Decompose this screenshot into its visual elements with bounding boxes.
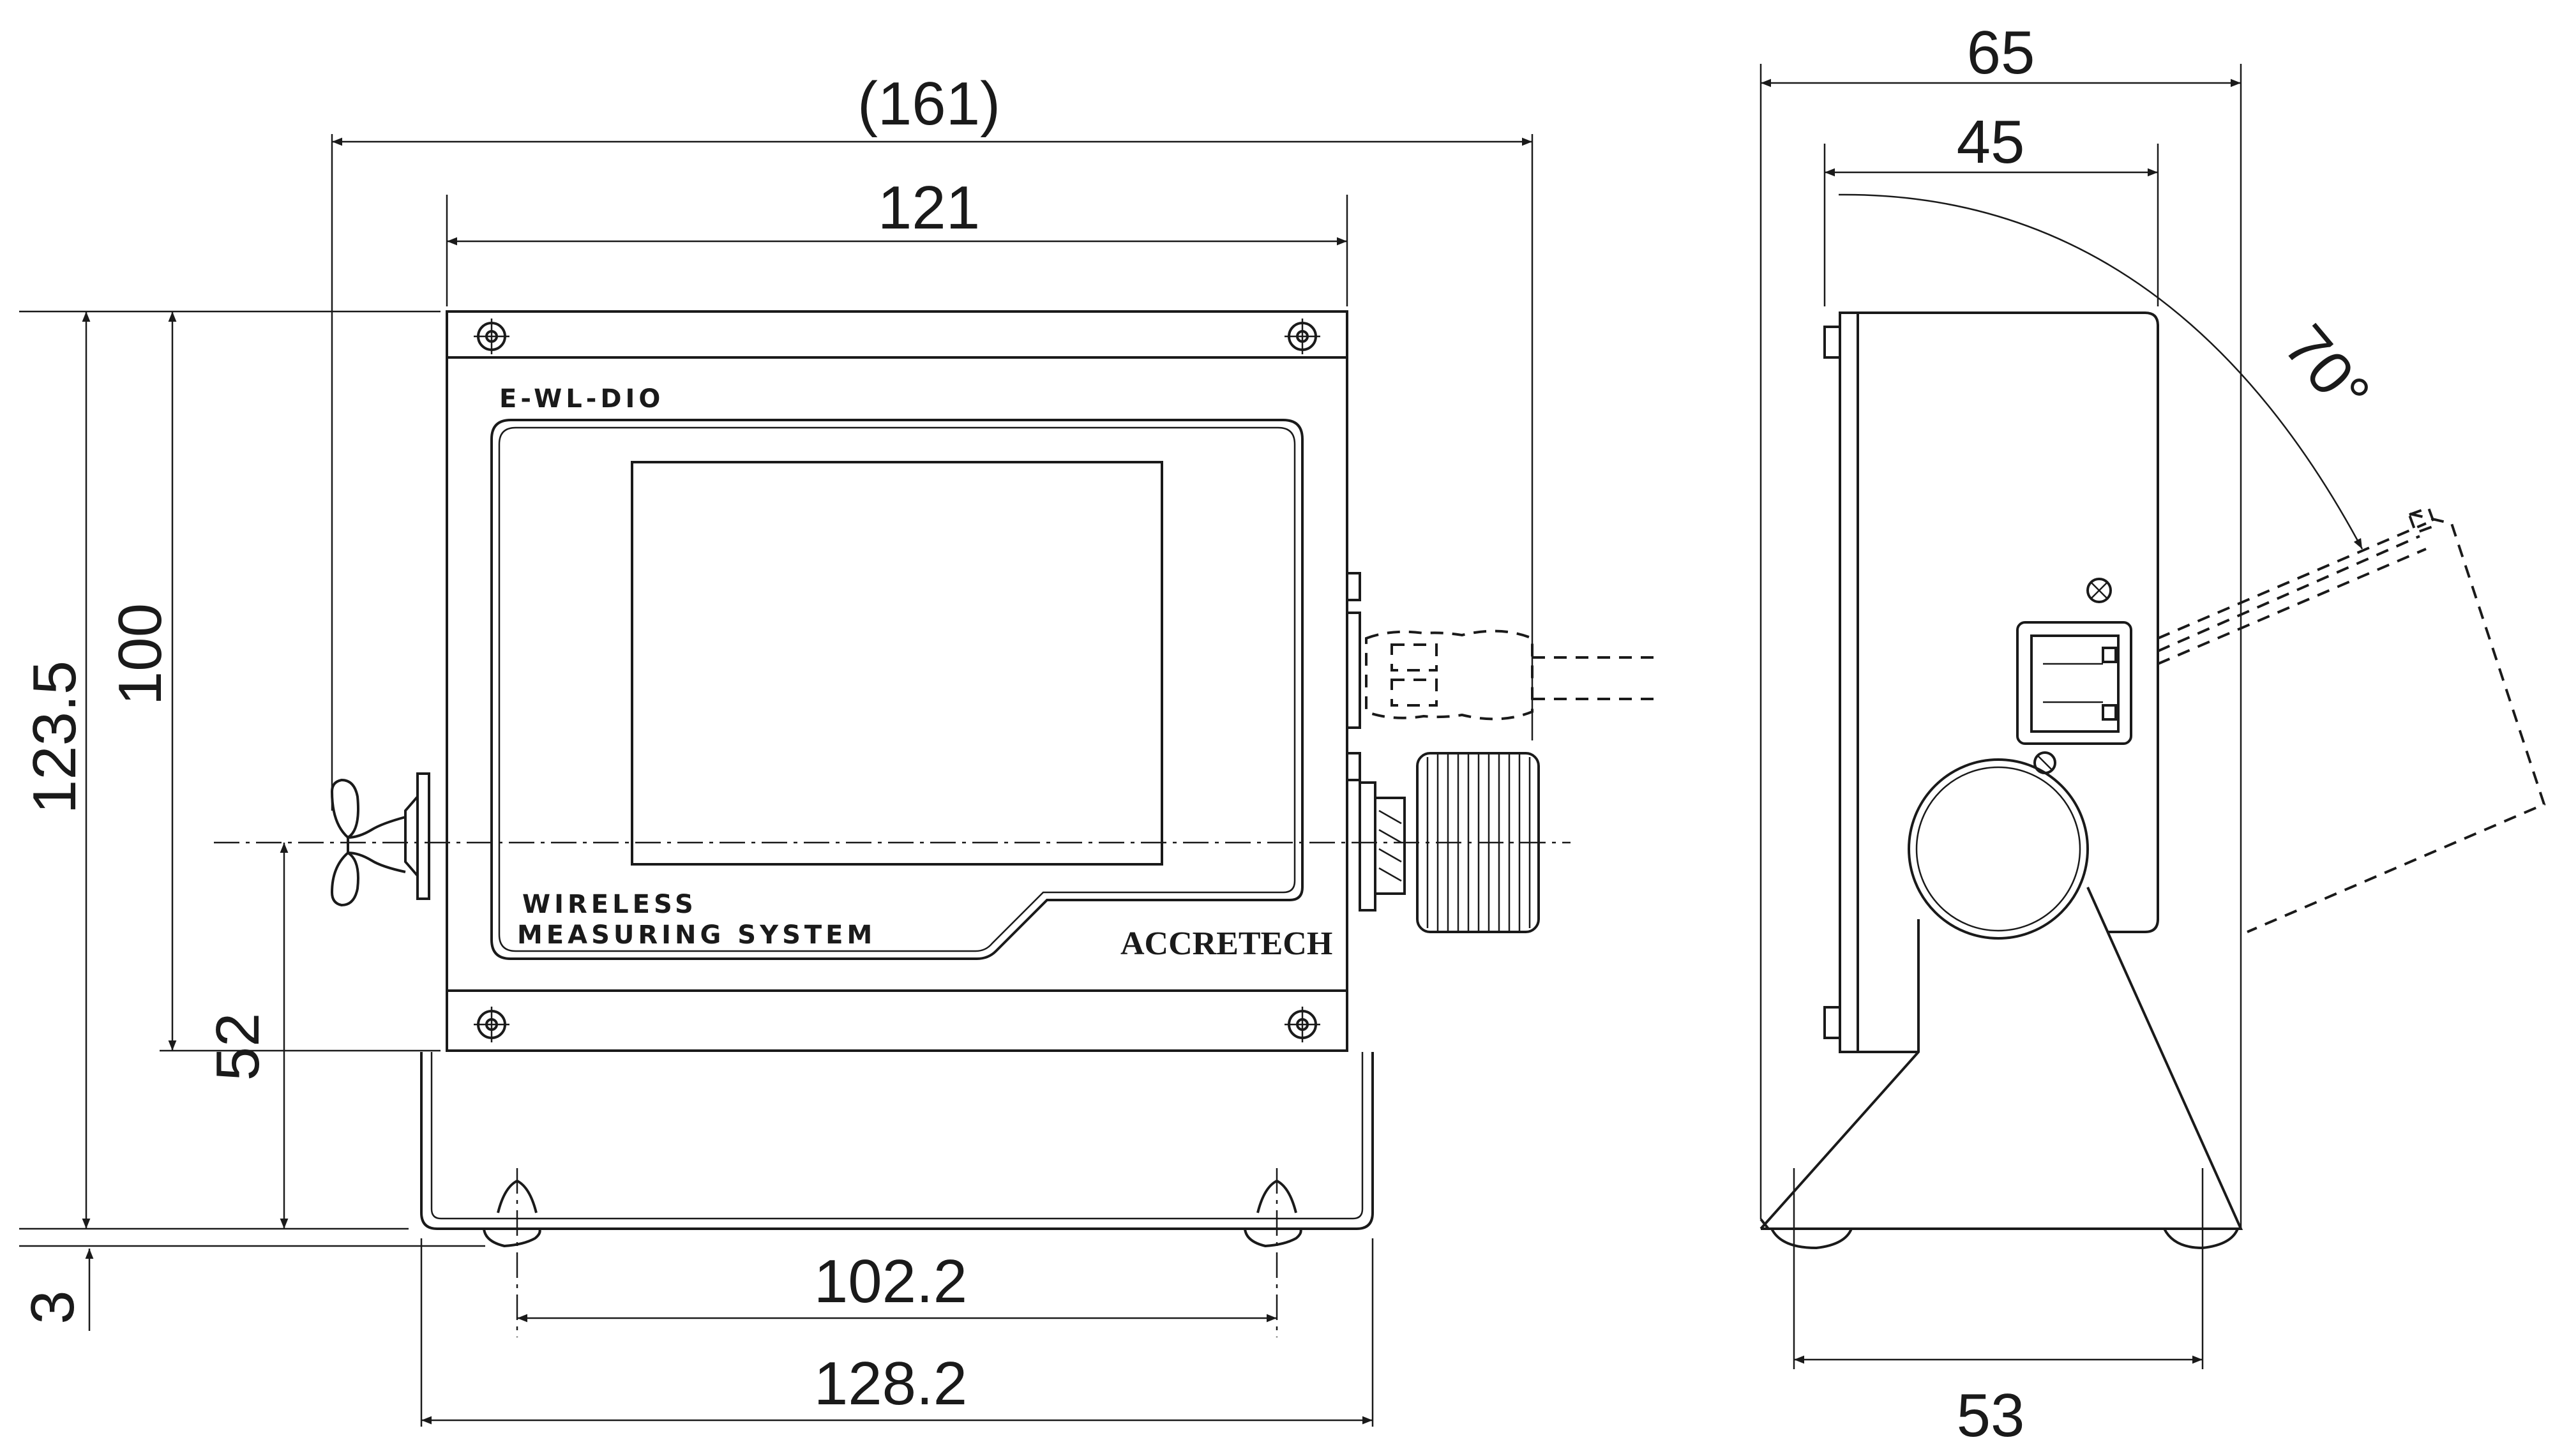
- screw-icon: [1285, 1007, 1320, 1042]
- brand-logo: ACCRETECH: [1120, 926, 1332, 962]
- tilt-arc: [1838, 193, 2363, 550]
- side-body: [1858, 311, 2159, 933]
- dim-side-depth: 65: [1967, 19, 2035, 87]
- left-knob: [330, 772, 430, 907]
- dim-tilt-angle: 70°: [2271, 312, 2383, 427]
- dim-foot-height: 3: [19, 1290, 87, 1324]
- dim-overall-width: (161): [857, 70, 1000, 138]
- model-label: E-WL-DIO: [499, 384, 664, 414]
- dim-center-height: 52: [204, 1013, 272, 1081]
- side-front-plate: [1839, 311, 1859, 1053]
- dim-base-depth: 53: [1957, 1381, 2025, 1450]
- panel-text-wireless: WIRELESS: [522, 890, 697, 919]
- cable-connector: [1346, 572, 1660, 781]
- dim-body-width: 121: [878, 174, 980, 242]
- tilted-outline: [2157, 506, 2546, 933]
- dim-base-width: 128.2: [814, 1349, 967, 1418]
- lan-port-icon: [2016, 621, 2132, 745]
- foot-icon: [1244, 1179, 1302, 1248]
- dim-foot-pitch: 102.2: [814, 1247, 967, 1316]
- side-knob-icon: [1908, 758, 2089, 940]
- lcd-screen: [631, 461, 1163, 866]
- foot-icon: [483, 1179, 541, 1248]
- dim-overall-height: 123.5: [20, 661, 89, 814]
- side-view: 65 45 53 70°: [1759, 19, 2546, 1450]
- dim-side-body-depth: 45: [1957, 108, 2025, 176]
- screw-icon: [474, 1007, 509, 1042]
- dim-body-height: 100: [106, 603, 174, 705]
- panel-text-measuring-system: MEASURING SYSTEM: [517, 920, 876, 950]
- display-bezel: [490, 419, 1304, 960]
- screw-icon: [1285, 319, 1320, 354]
- front-view: E-WL-DIO WIRELESS MEASURING SYSTEM ACCRE…: [19, 70, 1660, 1427]
- screw-icon: [474, 319, 509, 354]
- screw-icon: [2086, 578, 2112, 603]
- stand-bracket: [420, 1052, 1374, 1230]
